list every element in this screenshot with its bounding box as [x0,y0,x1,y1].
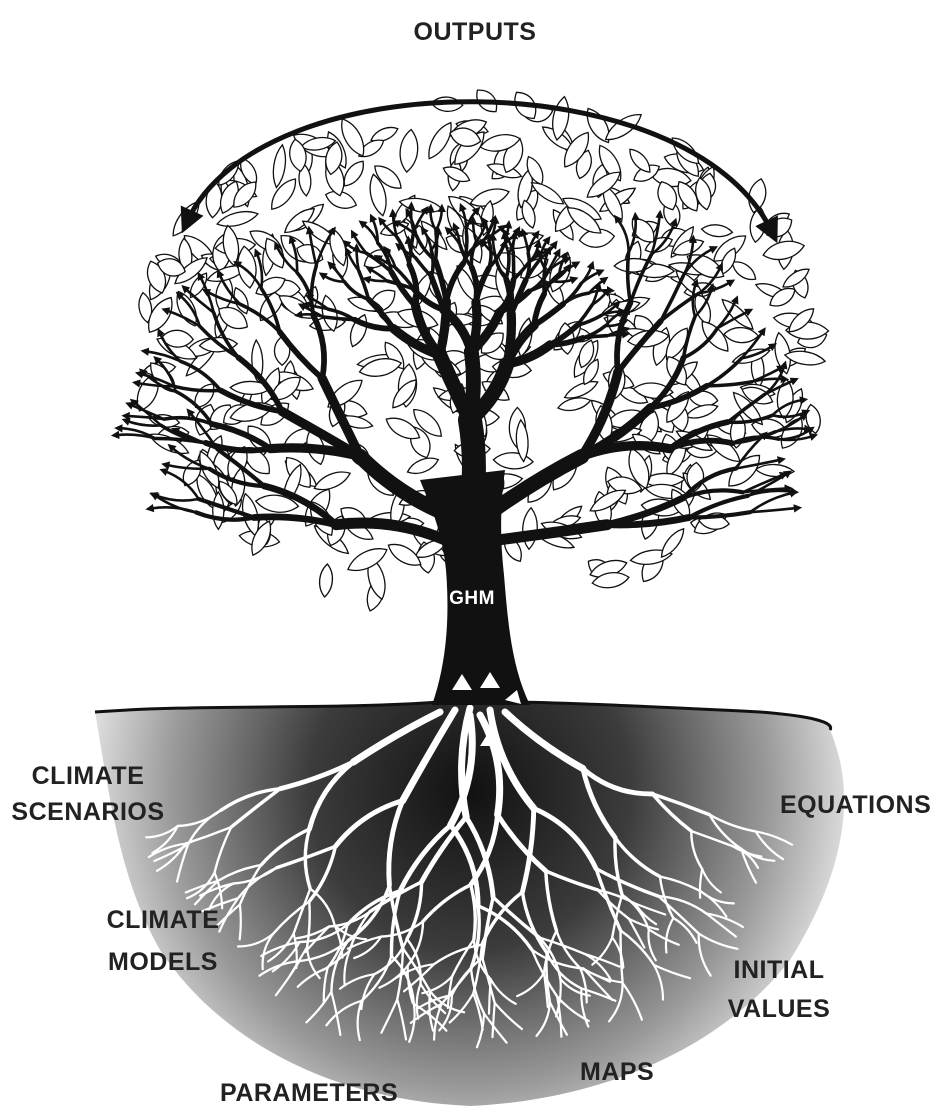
leaf-icon [271,144,288,188]
root [240,904,241,939]
branch [544,269,545,294]
initial-values-label: INITIAL VALUES [718,958,840,1022]
leaf-icon [405,454,440,478]
leaf-icon [701,223,733,238]
parameters-label: PARAMETERS [220,1081,398,1106]
leaf-icon [522,507,539,549]
leaf-icon [318,563,334,597]
initial-values-line-2: VALUES [718,997,840,1022]
branch [415,258,431,277]
leaf-icon [761,237,806,263]
maps-label: MAPS [580,1060,654,1085]
ghm-label: GHM [440,589,504,608]
branch [151,507,196,512]
climate-models-label: CLIMATE MODELS [92,908,234,975]
outputs-label: OUTPUTS [380,20,570,45]
leaf-icon [266,175,301,214]
climate-scenarios-line-1: CLIMATE [8,764,168,789]
leaf-icon [398,129,420,173]
branch [431,250,433,277]
climate-scenarios-line-2: SCENARIOS [8,800,168,825]
branch [436,230,437,261]
climate-models-line-2: MODELS [92,950,234,975]
leaf-icon [493,452,533,470]
climate-models-line-1: CLIMATE [92,908,234,933]
initial-values-line-1: INITIAL [718,958,840,983]
branch [507,314,511,364]
leaf-icon [657,525,688,560]
branch [436,210,442,231]
branch [489,241,491,268]
branch [707,359,741,386]
equations-label: EQUATIONS [780,793,931,818]
leaf-icon [755,464,794,478]
branch [411,207,414,232]
climate-scenarios-label: CLIMATE SCENARIOS [8,764,168,825]
leaf-icon [312,467,353,495]
branch [618,219,629,252]
